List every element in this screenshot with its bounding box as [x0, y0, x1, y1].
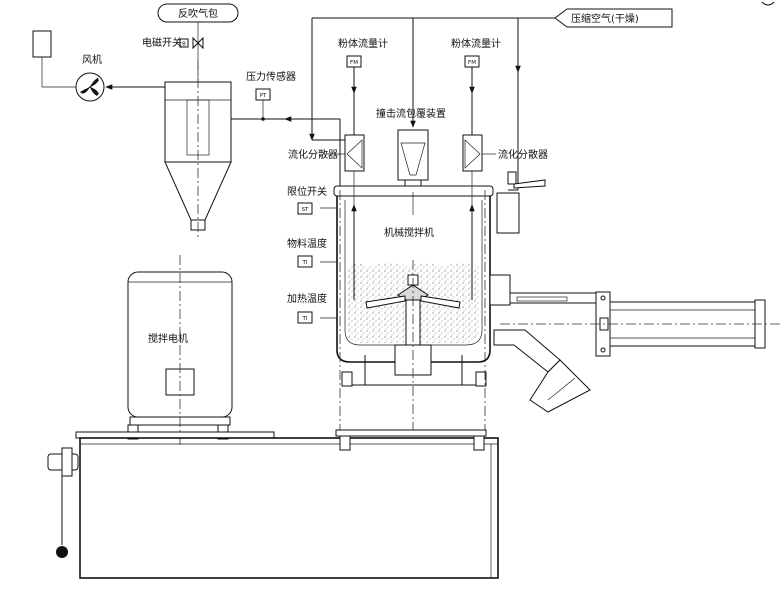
material-temp-label: 物料温度: [287, 237, 327, 250]
mech-mixer-label: 机械搅拌机: [384, 226, 434, 239]
blowback-bag-label: 反吹气包: [178, 7, 218, 20]
flowmeter-left-label: 粉体流量计: [338, 37, 388, 50]
impact-coating-label: 撞击流包覆装置: [376, 107, 446, 120]
fan: 风机: [32, 30, 105, 102]
blowback-air-bag: 反吹气包: [157, 3, 239, 23]
pressure-sensor-label: 压力传感器: [246, 70, 296, 83]
ti1-tag: TI: [302, 260, 308, 266]
base-frame: [75, 429, 499, 579]
fluid-disperser-left-label: 流化分散器: [288, 148, 338, 161]
base-handle-lever: [47, 447, 79, 558]
solenoid-switch-label: 电磁开关: [142, 36, 182, 49]
fluid-disperser-left: 流化分散器: [288, 134, 365, 172]
limit-switch: 限位开关 ST: [287, 185, 327, 215]
valve-tag: B: [182, 42, 186, 48]
ti2-tag: TI: [302, 316, 308, 322]
corner-mark: [761, 1, 775, 6]
heating-temp-label: 加热温度: [287, 292, 327, 305]
fm1-tag: FM: [350, 60, 358, 66]
heating-temperature: 加热温度 TI: [287, 292, 327, 324]
limit-switch-label: 限位开关: [287, 185, 327, 198]
flowmeter-right-label: 粉体流量计: [451, 37, 501, 50]
pressure-sensor: 压力传感器 PT: [246, 70, 296, 121]
powder-flowmeter-right: 粉体流量计 FM: [451, 37, 501, 135]
fluid-disperser-right-label: 流化分散器: [498, 148, 548, 161]
mixer-motor-label: 搅拌电机: [148, 332, 188, 345]
powder-flowmeter-left: 粉体流量计 FM: [338, 37, 388, 135]
impact-coating-device: 撞击流包覆装置: [376, 107, 446, 193]
pt-tag: PT: [260, 93, 267, 99]
st-tag: ST: [302, 207, 309, 213]
fluid-disperser-right: 流化分散器: [462, 134, 548, 172]
compressed-air-label: 压缩空气(干燥): [571, 12, 639, 25]
fm2-tag: FM: [468, 60, 476, 66]
discharge-valve: [493, 329, 591, 413]
material-temperature: 物料温度 TI: [287, 237, 327, 268]
compressed-air-source: 压缩空气(干燥): [554, 8, 673, 28]
bag-filter-cyclone: [164, 81, 232, 231]
mechanical-mixer: 机械搅拌机: [320, 171, 546, 387]
solenoid-valve: B: [179, 36, 204, 50]
fan-label: 风机: [82, 53, 102, 66]
pneumatic-cylinder: [509, 291, 766, 357]
